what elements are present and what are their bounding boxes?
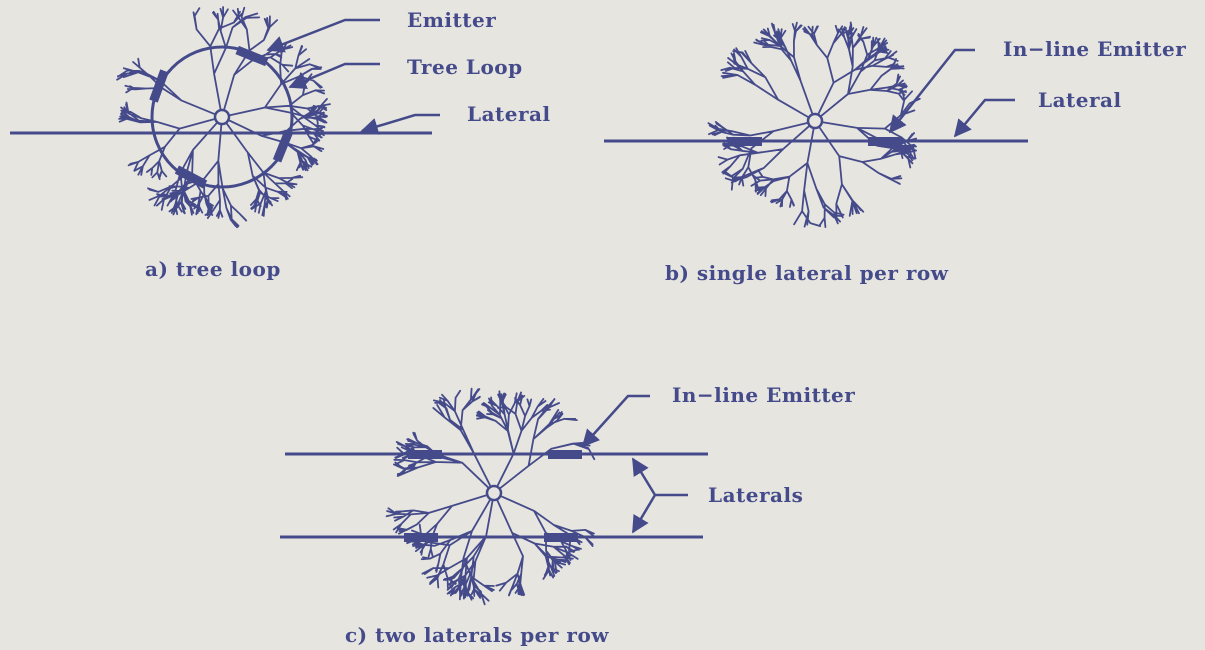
inline-emitter-label-b: In−line Emitter bbox=[1003, 37, 1186, 61]
panel-c-two-laterals: In−line Emitter Laterals c) two laterals… bbox=[280, 383, 855, 647]
inline-emitter-leader-c bbox=[583, 396, 650, 446]
tree-trunk-b bbox=[808, 114, 822, 128]
emitter-label: Emitter bbox=[407, 8, 496, 32]
lateral-leader-a bbox=[362, 115, 440, 131]
caption-b: b) single lateral per row bbox=[665, 261, 949, 285]
tree-trunk-c bbox=[487, 486, 501, 500]
panel-b-single-lateral: In−line Emitter Lateral b) single latera… bbox=[604, 22, 1186, 285]
inline-emitter-mark bbox=[868, 137, 902, 146]
inline-emitter-mark bbox=[548, 450, 582, 459]
tree-loop-label: Tree Loop bbox=[407, 55, 523, 79]
caption-c: c) two laterals per row bbox=[345, 623, 609, 647]
tree-trunk-a bbox=[215, 110, 229, 124]
inline-emitter-mark bbox=[728, 137, 762, 146]
laterals-brace-leader bbox=[633, 459, 655, 532]
laterals-label: Laterals bbox=[708, 483, 803, 507]
inline-emitter-mark bbox=[404, 533, 438, 542]
inline-emitter-mark bbox=[408, 450, 442, 459]
lateral-label-a: Lateral bbox=[467, 102, 551, 126]
caption-a: a) tree loop bbox=[145, 257, 281, 281]
lateral-label-b: Lateral bbox=[1038, 88, 1122, 112]
inline-emitter-label-c: In−line Emitter bbox=[672, 383, 855, 407]
lateral-leader-b bbox=[955, 100, 1015, 136]
panel-a-tree-loop: Emitter Tree Loop Lateral a) tree loop bbox=[10, 7, 551, 281]
inline-emitter-mark bbox=[544, 533, 578, 542]
